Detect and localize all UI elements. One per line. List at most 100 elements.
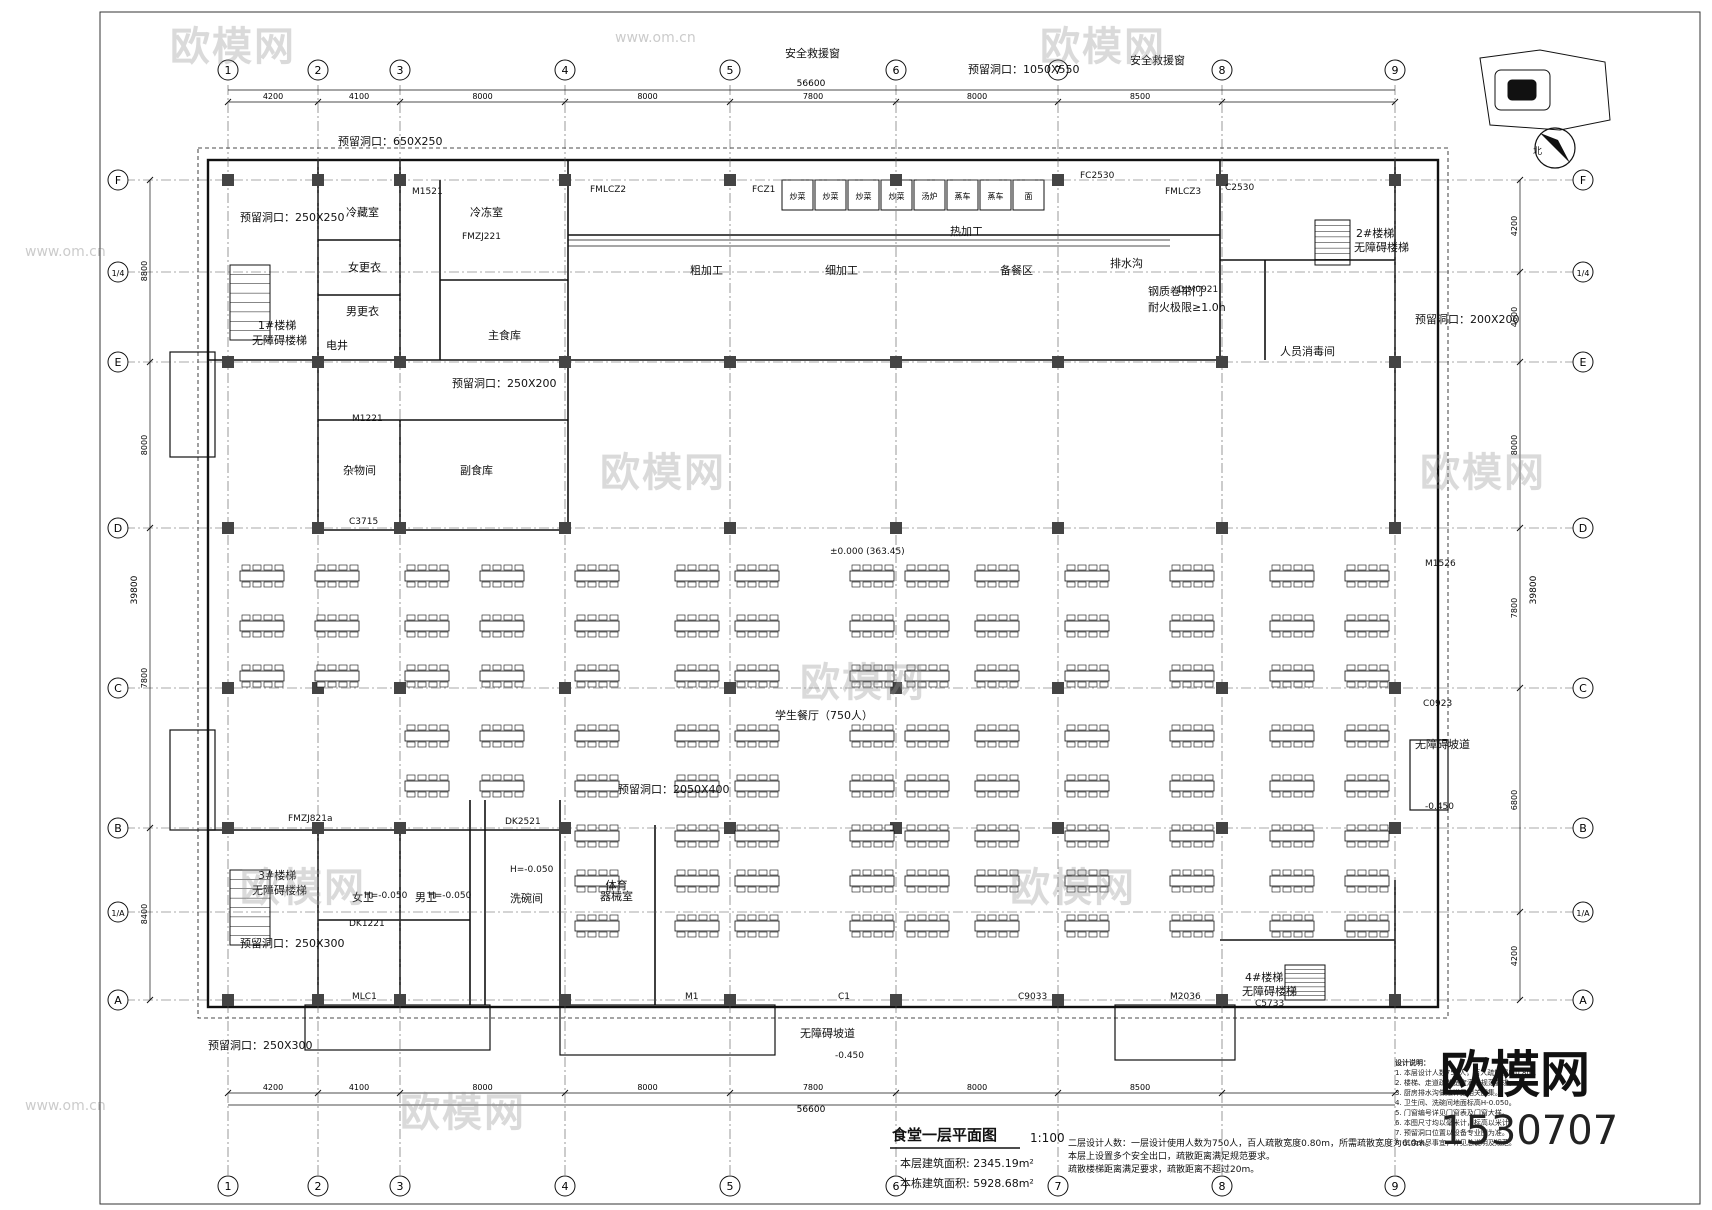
room-label-wash: 洗碗间	[510, 892, 543, 905]
grid-label-col: 8	[1219, 64, 1226, 77]
watermark-id: 1530707	[1440, 1108, 1619, 1154]
dining-table	[904, 664, 950, 688]
column	[724, 356, 736, 368]
dining-table	[1344, 869, 1390, 893]
dining-table	[574, 564, 620, 588]
column	[222, 682, 234, 694]
stove-label: 炒菜	[889, 191, 905, 201]
room-label-stair1: 1#楼梯	[258, 319, 297, 332]
room-label-dining: 学生餐厅（750人）	[775, 709, 873, 722]
grid-bubble-col	[885, 1175, 907, 1197]
door-window-tag: FCZ1	[752, 185, 776, 195]
room-label-sundry: 杂物间	[343, 464, 376, 477]
grid-bubble-row	[107, 517, 129, 539]
stove	[913, 179, 946, 211]
column	[394, 822, 406, 834]
stove	[814, 179, 847, 211]
grid-label-col: 8	[1219, 1180, 1226, 1193]
column	[1389, 522, 1401, 534]
dining-table	[1169, 664, 1215, 688]
room-label-side-store: 副食库	[460, 464, 493, 477]
dim-bottom-bay: 8000	[472, 1083, 492, 1092]
watermark: 欧模网	[240, 865, 366, 911]
dining-table	[1064, 914, 1110, 938]
dim-right-bay: 8000	[1510, 435, 1519, 455]
dining-table	[904, 564, 950, 588]
grid-label-col: 9	[1392, 64, 1399, 77]
grid-label-row: C	[1579, 682, 1587, 695]
dining-table	[849, 774, 895, 798]
dining-table	[479, 774, 525, 798]
dining-table	[1269, 914, 1315, 938]
grid-label-row: 1/A	[1576, 909, 1590, 918]
column	[1216, 682, 1228, 694]
dining-table	[1344, 774, 1390, 798]
room-label-fire-door2: 耐火极限≥1.0h	[1148, 301, 1226, 314]
grid-bubble-col	[554, 59, 576, 81]
door-window-tag: M1526	[1425, 559, 1456, 569]
drawing-title: 食堂一层平面图	[892, 1126, 998, 1144]
watermark: 欧模网	[600, 450, 726, 496]
dim-left-bay: 8400	[140, 904, 149, 924]
dim-right-bay: 6800	[1510, 790, 1519, 810]
stove	[946, 179, 979, 211]
column	[890, 994, 902, 1006]
watermark-site: www.om.cn	[25, 244, 106, 260]
room-label-disinfect: 人员消毒间	[1280, 345, 1335, 358]
grid-label-col: 1	[225, 1180, 232, 1193]
grid-bubble-row	[1572, 989, 1594, 1011]
grid-label-col: 2	[315, 1180, 322, 1193]
reserved-opening-label: 预留洞口：200X200	[1415, 313, 1520, 326]
column	[1389, 994, 1401, 1006]
grid-bubble-row	[107, 901, 129, 923]
column	[394, 522, 406, 534]
dining-table	[849, 914, 895, 938]
stairs	[229, 219, 1351, 1001]
dining-table	[1269, 824, 1315, 848]
dining-table	[479, 664, 525, 688]
dim-top-bay: 7800	[803, 92, 823, 101]
reserved-opening-label: 预留洞口：1050X550	[968, 63, 1080, 76]
grid-label-col: 6	[893, 64, 900, 77]
dining-table	[734, 724, 780, 748]
grid-bubble-col	[1384, 1175, 1406, 1197]
room-label-stair4-sub: 无障碍楼梯	[1242, 985, 1297, 998]
watermark: 欧模网	[1010, 865, 1136, 911]
grid-bubble-row	[107, 677, 129, 699]
reserved-opening-label: 预留洞口：250X250	[240, 211, 345, 224]
grid-bubble-col	[1384, 59, 1406, 81]
room-label-rough: 粗加工	[690, 264, 723, 277]
watermark-site: www.om.cn	[25, 1098, 106, 1114]
dim-right-bay: 4200	[1510, 216, 1519, 236]
column	[222, 522, 234, 534]
grid-label-row: 1/A	[111, 909, 125, 918]
grid-label-row: C	[114, 682, 122, 695]
dining-table	[974, 824, 1020, 848]
dining-table	[1344, 664, 1390, 688]
dining-table	[849, 824, 895, 848]
grid-label-col: 4	[562, 64, 569, 77]
grid-bubble-col	[217, 59, 239, 81]
dining-table	[1169, 774, 1215, 798]
column	[890, 174, 902, 186]
watermark: 欧模网	[1420, 450, 1546, 496]
drain-channel	[568, 239, 1170, 247]
dining-table	[479, 724, 525, 748]
column	[394, 682, 406, 694]
column	[559, 822, 571, 834]
grid-label-row: B	[1579, 822, 1587, 835]
dim-left-bay: 7800	[140, 668, 149, 688]
dining-table	[239, 664, 285, 688]
grid-bubble-col	[1211, 59, 1233, 81]
door-window-tag: FMLCZ3	[1165, 187, 1202, 197]
dim-top-total: 56600	[797, 79, 826, 89]
sheet-border	[99, 11, 1701, 1205]
stove-label: 炒菜	[823, 191, 839, 201]
grid-label-col: 1	[225, 64, 232, 77]
north-arrow-icon	[1534, 127, 1576, 169]
room-label-changing-f: 女更衣	[348, 261, 381, 274]
column	[1389, 174, 1401, 186]
door-window-tag: M1	[685, 992, 699, 1002]
dim-left-bay: 8000	[140, 435, 149, 455]
dining-table	[1269, 564, 1315, 588]
